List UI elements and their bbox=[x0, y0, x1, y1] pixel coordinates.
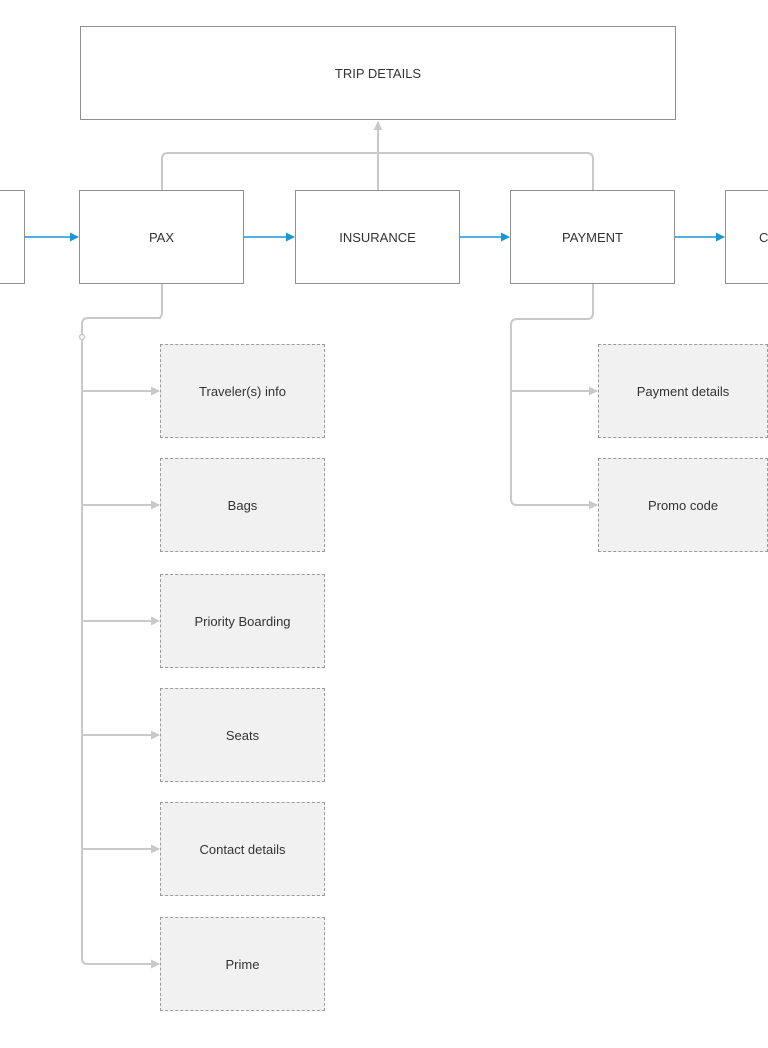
next-step-node[interactable]: C bbox=[725, 190, 768, 284]
traveler-info-label: Traveler(s) info bbox=[199, 383, 286, 399]
bags-label: Bags bbox=[227, 497, 258, 513]
pax-label: PAX bbox=[148, 229, 175, 245]
prime-label: Prime bbox=[225, 956, 260, 972]
trip-details-node[interactable]: TRIP DETAILS bbox=[80, 26, 676, 120]
contact-details-node[interactable]: Contact details bbox=[160, 802, 325, 896]
bags-node[interactable]: Bags bbox=[160, 458, 325, 552]
pax-node[interactable]: PAX bbox=[79, 190, 244, 284]
promo-code-node[interactable]: Promo code bbox=[598, 458, 768, 552]
connector-pax-to-trip bbox=[161, 152, 378, 190]
connector-node-dot bbox=[78, 333, 86, 341]
seats-node[interactable]: Seats bbox=[160, 688, 325, 782]
connector-payment-trunk bbox=[510, 284, 597, 506]
priority-boarding-node[interactable]: Priority Boarding bbox=[160, 574, 325, 668]
previous-step-node[interactable] bbox=[0, 190, 25, 284]
contact-details-label: Contact details bbox=[199, 841, 286, 857]
insurance-node[interactable]: INSURANCE bbox=[295, 190, 460, 284]
connector-payment-to-trip bbox=[378, 152, 594, 190]
payment-node[interactable]: PAYMENT bbox=[510, 190, 675, 284]
priority-boarding-label: Priority Boarding bbox=[194, 613, 291, 629]
payment-details-label: Payment details bbox=[636, 383, 730, 399]
seats-label: Seats bbox=[225, 727, 260, 743]
next-step-label: C bbox=[759, 229, 768, 245]
payment-details-node[interactable]: Payment details bbox=[598, 344, 768, 438]
traveler-info-node[interactable]: Traveler(s) info bbox=[160, 344, 325, 438]
trip-details-label: TRIP DETAILS bbox=[334, 65, 422, 81]
payment-label: PAYMENT bbox=[562, 229, 623, 245]
promo-code-label: Promo code bbox=[647, 497, 719, 513]
insurance-label: INSURANCE bbox=[339, 229, 416, 245]
prime-node[interactable]: Prime bbox=[160, 917, 325, 1011]
connector-pax-trunk bbox=[81, 284, 163, 965]
